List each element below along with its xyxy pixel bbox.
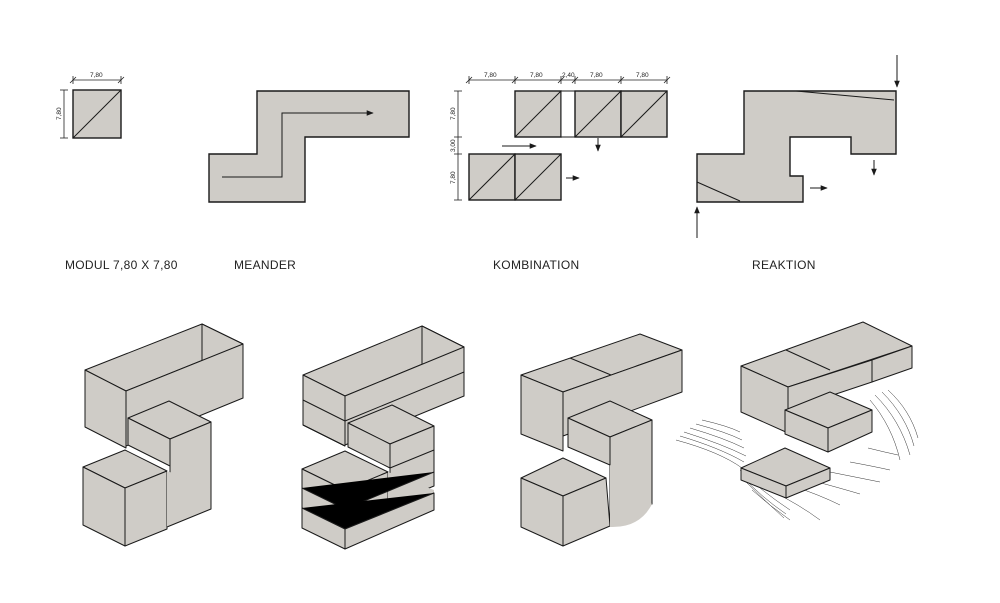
kombination-plan: 7,80 7,80 2,40 7,80 7,80 7,80 3,00 7,80: [450, 72, 671, 201]
komb-dim-top-3: 7,80: [590, 72, 603, 79]
iso-reaktion-mass: [675, 321, 919, 521]
caption-modul: MODUL 7,80 X 7,80: [65, 258, 178, 272]
iso-meander-mass: [301, 325, 465, 550]
meander-shape: [208, 90, 410, 203]
iso-modul-mass: [82, 323, 244, 547]
komb-dim-top-2: 7,80: [530, 72, 543, 79]
modul-height-label: 7,80: [56, 107, 63, 120]
komb-dim-top-4: 7,80: [636, 72, 649, 79]
komb-dim-left-bottom: 7,80: [450, 171, 457, 184]
modul-plan: 7,80 7,80: [56, 72, 125, 139]
caption-kombination: KOMBINATION: [493, 258, 580, 272]
reaktion-shape: [696, 90, 897, 203]
modul-width-label: 7,80: [90, 72, 103, 79]
komb-dim-top-1: 7,80: [484, 72, 497, 79]
caption-reaktion: REAKTION: [752, 258, 816, 272]
komb-dim-top-gap: 2,40: [562, 72, 575, 79]
komb-dim-left-gap: 3,00: [450, 139, 457, 152]
meander-flow-arrow: [222, 110, 374, 178]
caption-meander: MEANDER: [234, 258, 297, 272]
komb-dim-left-top: 7,80: [450, 107, 457, 120]
komb-connector: [560, 90, 576, 138]
terrain-hatching: [675, 389, 919, 521]
reaktion-plan: [694, 55, 900, 238]
iso-kombination-mass: [520, 333, 683, 547]
meander-plan: [208, 90, 410, 203]
